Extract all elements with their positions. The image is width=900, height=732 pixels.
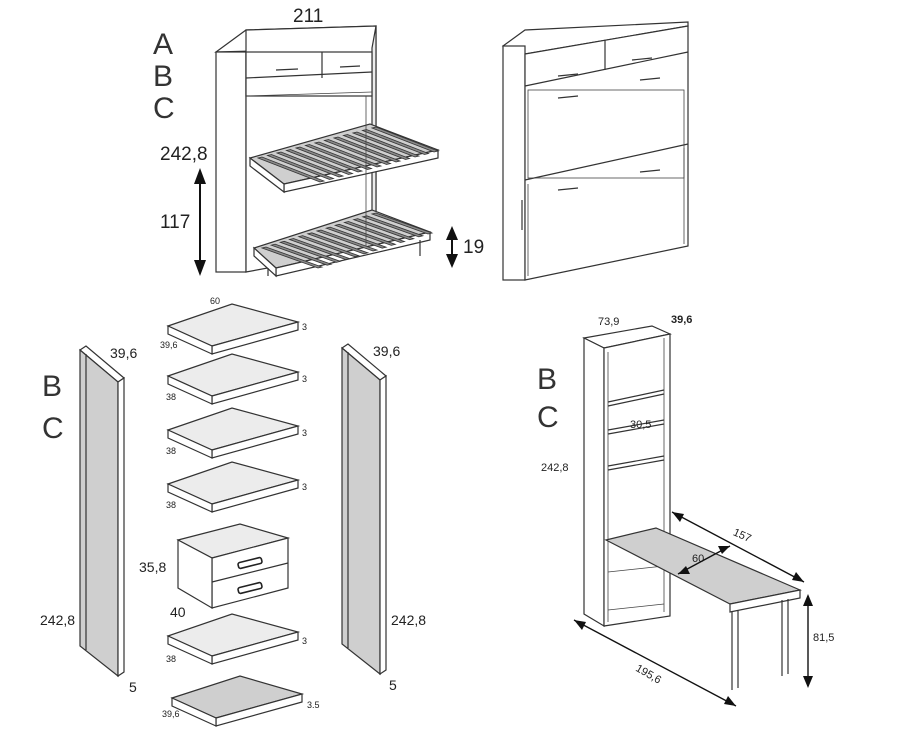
desk-length: 157	[731, 527, 753, 545]
dim-height-242-8: 242,8	[160, 144, 208, 165]
drawer-unit	[176, 523, 291, 610]
bed-slat	[361, 129, 430, 155]
shelf-1-depth: 38	[166, 392, 176, 402]
arrow-117	[194, 168, 206, 276]
letter-b-parts: B	[42, 370, 62, 403]
bed-slat	[304, 144, 373, 170]
left-panel-depth: 39,6	[110, 345, 137, 361]
desk-width: 73,9	[598, 316, 619, 328]
desk-unit-height: 242,8	[541, 462, 569, 474]
bed-slat	[256, 156, 326, 183]
bed-slat	[269, 243, 333, 266]
letter-c-top: C	[153, 92, 175, 125]
base-plinth	[170, 675, 305, 727]
shelf-3-thickness: 3	[302, 482, 307, 492]
shelf-4-depth: 38	[166, 654, 176, 664]
base-depth: 39,6	[162, 709, 180, 719]
letter-b-top: B	[153, 60, 173, 93]
left-panel-thickness: 5	[129, 679, 137, 695]
right-panel-depth: 39,6	[373, 343, 400, 359]
bed-slat	[352, 218, 416, 241]
desk-depth-top: 39,6	[671, 314, 692, 326]
shelf-gap: 30,5	[630, 419, 651, 431]
letter-c-desk: C	[537, 401, 559, 434]
bed-slat	[313, 141, 383, 168]
shelf	[166, 353, 301, 405]
bed-slat	[324, 226, 388, 249]
top-shelf-width: 60	[210, 296, 220, 306]
bed-slat	[294, 146, 364, 173]
arrow-desk-height	[803, 594, 813, 688]
shelf-2-thickness: 3	[302, 428, 307, 438]
desk-bookcase-drawing	[582, 325, 803, 690]
bed-slat	[332, 136, 402, 163]
shelf-3-depth: 38	[166, 500, 176, 510]
bed-slat	[370, 212, 434, 235]
bed-slat	[275, 151, 345, 178]
bed-slat	[361, 215, 425, 238]
dim-lower-height-117: 117	[160, 212, 190, 233]
top-shelf-depth: 39,6	[160, 340, 178, 350]
arrow-total-length	[573, 619, 737, 707]
desk-height: 81,5	[813, 632, 834, 644]
shelf-1-thickness: 3	[302, 374, 307, 384]
arrow-19	[446, 226, 458, 268]
right-panel-height: 242,8	[391, 612, 426, 628]
bed-slat	[315, 229, 379, 252]
bed-slat	[343, 221, 406, 243]
left-side-panel	[79, 345, 125, 678]
top-shelf-thickness: 3	[302, 322, 307, 332]
drawer-height: 35,8	[139, 559, 166, 575]
bed-slat	[278, 240, 342, 263]
bed-slat	[306, 232, 370, 255]
right-side-panel	[341, 343, 387, 676]
bed-slat	[288, 238, 351, 260]
shelf	[166, 407, 301, 459]
bed-slat	[351, 131, 421, 158]
arrow-desk-depth	[677, 545, 731, 575]
shelf-4-thickness: 3	[302, 636, 307, 646]
shelf	[166, 461, 301, 513]
bed-slat	[285, 149, 354, 175]
left-panel-height: 242,8	[40, 612, 75, 628]
bed-slat	[333, 223, 397, 246]
letter-c-parts: C	[42, 412, 64, 445]
dim-bed-height-19: 19	[463, 237, 484, 258]
total-length: 195,6	[633, 662, 663, 686]
arrow-desk-length	[671, 511, 805, 583]
dim-width-211: 211	[293, 6, 323, 27]
letter-a-top: A	[153, 28, 173, 61]
closed-bunk-bed-drawing	[501, 21, 689, 281]
right-panel-thickness: 5	[389, 677, 397, 693]
bed-slat	[342, 134, 411, 160]
base-thickness: 3.5	[307, 700, 320, 710]
letter-b-desk: B	[537, 363, 557, 396]
top-shelf	[166, 303, 301, 355]
shelf-2-depth: 38	[166, 446, 176, 456]
bed-slat	[370, 126, 440, 153]
drawer-width: 40	[170, 604, 186, 620]
shelf	[166, 613, 301, 665]
open-bunk-bed-drawing	[214, 25, 441, 278]
bed-slat	[266, 154, 335, 180]
bed-slat	[297, 235, 361, 258]
bed-slat	[260, 246, 324, 269]
